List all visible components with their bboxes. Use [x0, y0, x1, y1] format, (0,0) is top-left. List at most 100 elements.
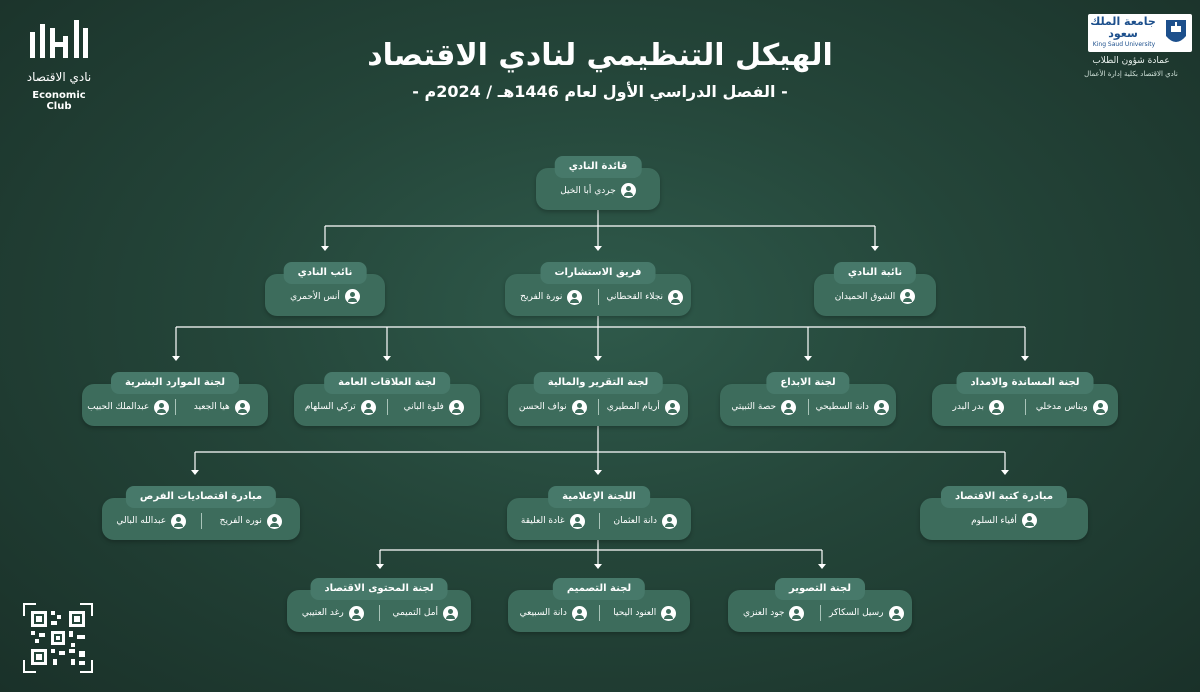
person-icon — [1021, 513, 1037, 528]
member-name: بدر البدر — [952, 402, 984, 412]
person-icon — [873, 399, 889, 415]
club-logo: نادي الاقتصاد Economic Club — [20, 18, 110, 112]
member: الشوق الحميدان — [835, 289, 916, 304]
member: دانة السطيحي — [809, 399, 897, 415]
member-name: رغد العتيبي — [301, 608, 344, 618]
person-icon — [661, 605, 677, 621]
university-name-en: King Saud University — [1092, 41, 1156, 48]
person-icon — [888, 605, 904, 621]
member-separator — [597, 289, 599, 305]
member: رسيل السكاكر — [821, 605, 913, 621]
club-logo-english: Economic Club — [32, 90, 86, 112]
member-name: أمل التميمي — [392, 608, 439, 618]
member-name: الشوق الحميدان — [834, 291, 896, 302]
node-initiative-opportunity-economics: مبادرة اقتصاديات الفرص نوره الفريح عبدال… — [102, 486, 300, 540]
person-icon — [668, 289, 684, 305]
person-icon — [360, 399, 376, 415]
member-name: ويناس مدخلي — [1035, 402, 1088, 412]
member-name: جود العنزي — [743, 608, 785, 618]
member-name: دانة العثمان — [613, 516, 658, 526]
member: أفياء السلوم — [971, 513, 1037, 528]
page-subtitle: - الفصل الدراسي الأول لعام 1446هـ / 2024… — [412, 82, 788, 101]
university-name-ar: جامعة الملك سعود — [1090, 15, 1156, 40]
member: نواف الحسن — [508, 399, 598, 415]
node-content-committee: لجنة المحتوى الاقتصاد أمل التميمي رغد ال… — [287, 578, 471, 632]
member-name: رسيل السكاكر — [829, 608, 884, 618]
node-title: فريق الاستشارات — [540, 262, 656, 284]
university-logo: جامعة الملك سعود King Saud University عم… — [1070, 14, 1192, 84]
person-icon — [344, 289, 360, 304]
member: أريام المطيري — [599, 399, 689, 415]
member: العنود اليحيا — [600, 605, 691, 621]
node-media-committee: اللجنة الإعلامية دانة العثمان غادة العلي… — [507, 486, 691, 540]
member: أنس الأحمري — [290, 289, 360, 304]
node-title: لجنة التقرير والمالية — [533, 372, 663, 394]
person-icon — [234, 399, 250, 415]
node-title: نائب النادي — [283, 262, 367, 284]
node-committee-creativity: لجنة الابداع دانة السطيحي حصة الثبيتي — [720, 372, 896, 426]
member-name: نورة الفريح — [520, 292, 563, 302]
member-name: دانة السبيعي — [519, 608, 567, 618]
node-title: لجنة المساندة والامداد — [956, 372, 1094, 394]
person-icon — [988, 399, 1004, 415]
university-dept-line1: عمادة شؤون الطلاب — [1092, 56, 1170, 66]
node-title: لجنة المحتوى الاقتصاد — [310, 578, 448, 600]
member-separator — [386, 399, 388, 415]
node-title: مبادرة كتبة الاقتصاد — [940, 486, 1068, 508]
node-deputy-male: نائب النادي أنس الأحمري — [265, 262, 385, 316]
node-committee-finance: لجنة التقرير والمالية أريام المطيري نواف… — [508, 372, 688, 426]
member-separator — [378, 605, 380, 621]
member: ويناس مدخلي — [1026, 399, 1119, 415]
university-crest-icon — [1166, 20, 1186, 42]
node-initiative-economics-writers: مبادرة كتبة الاقتصاد أفياء السلوم — [920, 486, 1088, 540]
page-title: الهيكل التنظيمي لنادي الاقتصاد — [367, 38, 833, 73]
person-icon — [443, 605, 459, 621]
member-name: نجلاء القحطاني — [606, 292, 664, 302]
member-name: جردي أبا الخيل — [560, 185, 616, 196]
person-icon — [781, 399, 797, 415]
qr-code-icon — [23, 603, 93, 673]
member-separator — [1024, 399, 1026, 415]
member: تركي السلهام — [294, 399, 387, 415]
person-icon — [154, 399, 170, 415]
person-icon — [567, 289, 583, 305]
member-name: نوره الفريح — [219, 516, 262, 526]
person-icon — [662, 513, 678, 529]
node-title: قائدة النادي — [554, 156, 642, 178]
member: رغد العتيبي — [287, 605, 379, 621]
member-name: فلوة الباني — [403, 402, 444, 412]
university-logo-box: جامعة الملك سعود King Saud University — [1088, 14, 1192, 52]
member-separator — [174, 399, 176, 415]
node-design-committee: لجنة التصميم العنود اليحيا دانة السبيعي — [508, 578, 690, 632]
node-deputy-female: نائبة النادي الشوق الحميدان — [814, 262, 936, 316]
member-separator — [597, 399, 599, 415]
node-title: لجنة الموارد البشرية — [110, 372, 240, 394]
person-icon — [789, 605, 805, 621]
member-separator — [200, 513, 202, 529]
member: فلوة الباني — [388, 399, 481, 415]
person-icon — [571, 399, 587, 415]
member-separator — [819, 605, 821, 621]
member-name: هيا الجعيد — [193, 402, 230, 412]
member: دانة السبيعي — [508, 605, 599, 621]
person-icon — [1092, 399, 1108, 415]
member-separator — [807, 399, 809, 415]
node-title: لجنة العلاقات العامة — [324, 372, 450, 394]
person-icon — [620, 183, 636, 198]
member-name: تركي السلهام — [304, 402, 356, 412]
member-separator — [598, 513, 600, 529]
node-title: نائبة النادي — [833, 262, 917, 284]
member-name: حصة الثبيتي — [731, 402, 777, 412]
club-logo-mark-icon — [30, 20, 88, 58]
node-title: لجنة التصميم — [552, 578, 646, 600]
person-icon — [664, 399, 680, 415]
node-title: لجنة التصوير — [775, 578, 865, 600]
person-icon — [171, 513, 187, 529]
member: غادة العليقة — [507, 513, 599, 529]
member-name: أفياء السلوم — [971, 515, 1017, 526]
person-icon — [571, 605, 587, 621]
member-name: دانة السطيحي — [815, 402, 869, 412]
member-name: عبدالملك الحبيب — [87, 402, 150, 412]
member: هيا الجعيد — [176, 399, 269, 415]
member-name: نواف الحسن — [518, 402, 567, 412]
